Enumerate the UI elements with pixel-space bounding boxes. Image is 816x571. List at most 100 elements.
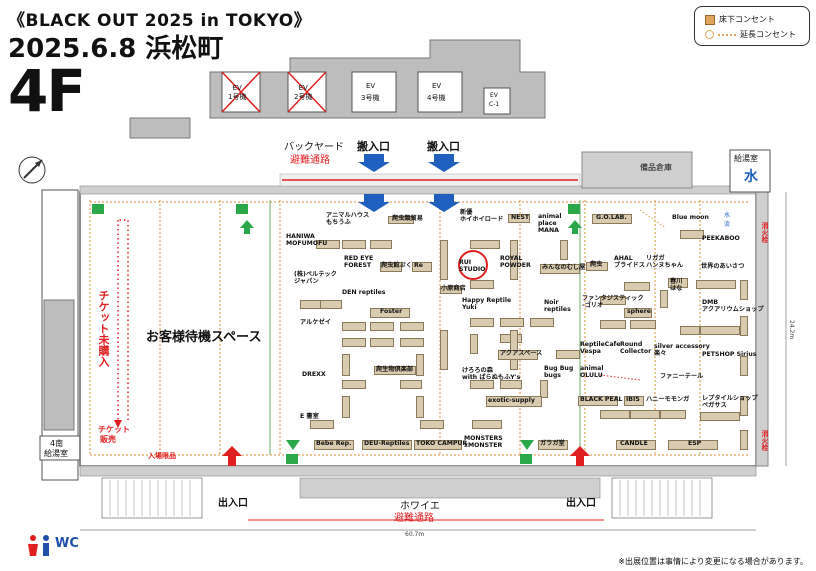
booth-sphere[interactable] (624, 308, 652, 318)
booth-table (416, 354, 424, 376)
highlight-circle (458, 250, 488, 280)
floor-number: 4F (8, 57, 86, 125)
evc-label-1: EV (490, 92, 498, 99)
kitchen-label: 給湯室 (734, 154, 758, 163)
foyer-route-label: 避難通路 (394, 513, 434, 524)
booth-label-funny-tail: ファニーテール (660, 373, 704, 380)
outlet-dot-icon (705, 30, 714, 39)
booth-esp[interactable] (668, 440, 718, 450)
backyard-label: バックヤード (284, 142, 344, 153)
emergency-arrows (240, 220, 582, 450)
booth-label-red-eye: RED EYE FOREST (344, 255, 374, 269)
booth-kokusai[interactable] (388, 216, 414, 224)
booth-table (740, 430, 748, 450)
booth-minna[interactable] (540, 264, 580, 274)
booth-table (696, 280, 736, 289)
booth-deu[interactable] (362, 440, 412, 450)
kitchen-4s-label-2: 給湯室 (44, 449, 68, 458)
booth-bebe-rep[interactable] (314, 440, 354, 450)
foyer-band (299, 477, 601, 499)
booth-label-nest: NEST (511, 214, 530, 221)
ticket-sales-label-2: 販売 (100, 435, 116, 444)
booth-table (500, 318, 524, 327)
booth-ibis[interactable] (624, 396, 644, 406)
booth-label-exotic: exotic-supply (488, 397, 535, 404)
booth-kohara[interactable] (440, 286, 462, 294)
booth-black-pearl[interactable] (578, 396, 618, 406)
booth-table (630, 320, 656, 329)
booth-golab[interactable] (592, 214, 632, 224)
booth-nest[interactable] (508, 214, 530, 223)
booth-table (630, 410, 660, 419)
booth-label-kokusai: 爬虫類貿易 (392, 215, 423, 222)
ev1-cross (221, 71, 261, 113)
booth-table (740, 280, 748, 300)
booth-candle[interactable] (616, 440, 656, 450)
ticket-sales-label-1: チケット (98, 425, 130, 434)
booth-reptiles-shop[interactable] (586, 262, 608, 271)
booth-label-noir: Noir reptiles (544, 299, 571, 313)
booth-table (470, 318, 494, 327)
booth-table (300, 300, 322, 309)
width-dimension-label: 60.7m (405, 531, 425, 538)
booth-label-animal-house: アニマルハウス もちうふ (326, 212, 370, 226)
booth-table (510, 240, 518, 280)
booth-label-pelletec: (株)ベルテック ジャパン (294, 271, 337, 285)
booth-label-petshop-sirius: PETSHOP Sirius (702, 351, 757, 358)
booth-table (342, 354, 350, 376)
load-in-arrows (358, 154, 460, 212)
booth-table (470, 334, 478, 354)
booth-exotic[interactable] (486, 396, 542, 407)
booth-table (470, 280, 494, 289)
legend-floor-outlet: 床下コンセント (705, 14, 775, 25)
booth-table (420, 420, 444, 429)
booth-table (310, 420, 334, 429)
booth-table (600, 320, 626, 329)
booth-table (370, 240, 392, 249)
wc-sign: WC (20, 536, 79, 551)
foyer-label: ホワイエ (400, 501, 440, 512)
booth-label-silver: silver accessory 楽々 (654, 343, 710, 357)
booth-table (660, 410, 686, 419)
storage-label: 備品倉庫 (640, 163, 672, 172)
booth-table (560, 240, 568, 260)
booth-toyokawa[interactable] (668, 278, 688, 288)
booth-table (600, 296, 626, 305)
booth-label-leopard: レプタイルショップ ペガサス (702, 395, 758, 409)
booth-label-ahal: AHAL ブライドス (614, 255, 645, 269)
booth-table (700, 326, 740, 335)
booth-kinreifu[interactable] (374, 366, 416, 375)
exit-right-label: 出入口 (566, 498, 596, 509)
extension-line-icon (718, 33, 736, 36)
booth-label-bebe-rep: Bebe Rep. (316, 440, 352, 447)
booth-table (440, 330, 448, 370)
ev3-box (351, 71, 397, 113)
booth-kaisei[interactable] (380, 262, 402, 272)
hydrant-1-label: 消火栓 (761, 222, 769, 243)
event-title: 《BLACK OUT 2025 in TOKYO》 (8, 11, 312, 31)
booth-garagara[interactable] (538, 440, 568, 450)
height-dimension-label: 24.2m (788, 320, 795, 340)
booth-table (624, 282, 650, 291)
booth-label-garagara: ガラガ堂 (540, 440, 565, 447)
booth-table (530, 318, 554, 327)
wc-icon (28, 535, 49, 556)
booth-table (342, 322, 366, 331)
booth-label-re: Re (414, 262, 423, 269)
load-in-2-label: 搬入口 (427, 140, 460, 153)
booth-toko[interactable] (414, 440, 462, 450)
booth-aqua[interactable] (498, 350, 538, 360)
booth-label-foster: Foster (380, 308, 403, 315)
load-in-1-label: 搬入口 (357, 140, 390, 153)
booth-table (342, 380, 366, 389)
booth-label-honey: ハニーモモンガ (646, 396, 690, 403)
booth-label-reptile-cafe: ReptileCafe Vespa (580, 341, 621, 355)
ev3-label-2: 3号機 (361, 94, 380, 102)
booth-foster[interactable] (370, 308, 410, 318)
waiting-area-label: お客様待機スペース (146, 330, 262, 345)
booth-label-sphere: sphere (627, 308, 651, 315)
booth-label-den-reptiles: DEN reptiles (342, 289, 386, 296)
booth-re[interactable] (412, 262, 432, 272)
booth-label-aruke: アルケゼイ (300, 319, 331, 326)
